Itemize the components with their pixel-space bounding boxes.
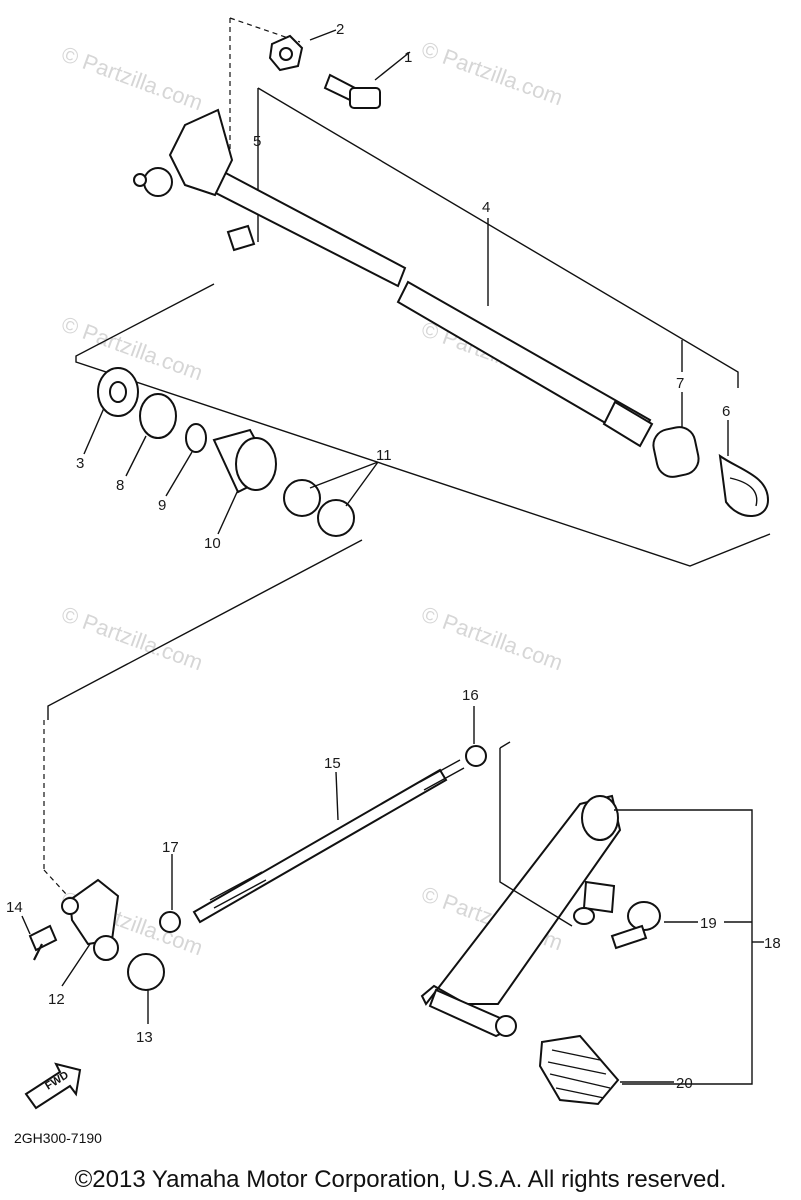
- bearing-1: [283, 479, 321, 517]
- callout-16: 16: [462, 687, 479, 704]
- callout-7: 7: [676, 375, 684, 392]
- callout-9: 9: [158, 497, 166, 514]
- dashed-guide: [229, 17, 301, 43]
- leader-line: [345, 461, 379, 507]
- collar: [652, 426, 700, 478]
- shift-pedal-assembly: 15 16 17 14 12 13 19 18 20: [6, 687, 781, 1106]
- leader-line: [165, 451, 193, 497]
- leader-line: [309, 461, 379, 489]
- callout-2: 2: [336, 21, 344, 38]
- pedal-tip: [495, 1015, 517, 1037]
- diagram-code: 2GH300-7190: [14, 1130, 102, 1146]
- joint-ball: [93, 935, 119, 961]
- rod-end: [127, 953, 165, 991]
- callout-13: 13: [136, 1029, 153, 1046]
- circlip-ring: [185, 423, 207, 453]
- stopper-nut-hole: [279, 47, 293, 61]
- callout-15: 15: [324, 755, 341, 772]
- dashed-guide: [43, 869, 67, 895]
- torsion-spring: [718, 453, 770, 517]
- callout-17: 17: [162, 839, 179, 856]
- leader-line: [83, 407, 105, 455]
- group-outline: [499, 741, 511, 749]
- forward-arrow: FWD: [24, 1062, 82, 1110]
- shaft-spline: [602, 400, 654, 448]
- callout-3: 3: [76, 455, 84, 472]
- callout-11: 11: [376, 447, 392, 464]
- shift-shaft-assembly: 2 1 5 4 7 6: [75, 17, 771, 567]
- callout-8: 8: [116, 477, 124, 494]
- leader-line: [21, 915, 31, 935]
- bushing-assembly: 3 8 9 10 11: [47, 367, 392, 720]
- lock-nut: [159, 911, 181, 933]
- spring-coil: [729, 477, 758, 507]
- rod-thread-left: [209, 871, 267, 909]
- watermark-text: © Partzilla.com: [418, 36, 566, 110]
- circlip: [226, 224, 256, 252]
- callout-14: 14: [6, 899, 23, 916]
- callout-12: 12: [48, 991, 65, 1008]
- callout-18: 18: [764, 935, 781, 952]
- callout-19: 19: [700, 915, 717, 932]
- leader-line: [335, 771, 339, 821]
- pedal-clevis: [582, 880, 616, 914]
- watermark-text: © Partzilla.com: [418, 601, 566, 675]
- watermark-text: © Partzilla.com: [58, 41, 206, 115]
- watermark-text: © Partzilla.com: [58, 601, 206, 675]
- shift-lever-plate: [168, 108, 234, 197]
- leader-line: [309, 29, 337, 41]
- rod-nut: [465, 745, 487, 767]
- pedal-pivot: [581, 795, 619, 841]
- callout-6: 6: [722, 403, 730, 420]
- leader-line: [257, 87, 739, 388]
- rubber-ribs: [547, 1049, 611, 1099]
- callout-20: 20: [676, 1075, 693, 1092]
- clevis-pin: [573, 907, 595, 925]
- callout-10: 10: [204, 535, 221, 552]
- group-outline: [614, 809, 753, 1085]
- bolt-head: [28, 924, 58, 952]
- callout-1: 1: [404, 49, 412, 66]
- bolt-shank: [33, 943, 43, 961]
- copyright-notice: ©2013 Yamaha Motor Corporation, U.S.A. A…: [74, 1166, 727, 1193]
- lever-roller: [143, 167, 173, 197]
- callout-4: 4: [482, 199, 490, 216]
- leader-line: [125, 435, 147, 477]
- stopper-bolt-head: [349, 87, 381, 109]
- leader-line: [61, 943, 91, 987]
- pivot-bolt: [627, 901, 661, 931]
- pedal-rubber: [538, 1034, 620, 1106]
- shift-rod: [192, 768, 448, 924]
- group-outline: [47, 539, 363, 720]
- group-outline: [499, 748, 573, 927]
- leader-line: [217, 489, 239, 535]
- bushing-face: [235, 437, 277, 491]
- bearing-2: [317, 499, 355, 537]
- fwd-arrow-icon: [24, 1062, 82, 1110]
- rod-thread-right: [419, 759, 465, 791]
- leader-line: [374, 51, 411, 81]
- pivot-bolt-shank: [610, 924, 648, 950]
- lever-pin: [133, 173, 147, 187]
- group-outline: [75, 283, 771, 567]
- shift-arm-hole: [61, 897, 79, 915]
- washer: [139, 393, 177, 439]
- exploded-view-drawing: © Partzilla.com © Partzilla.com © Partzi…: [6, 17, 781, 1110]
- oil-seal-bore: [109, 381, 127, 403]
- callout-5: 5: [253, 133, 261, 150]
